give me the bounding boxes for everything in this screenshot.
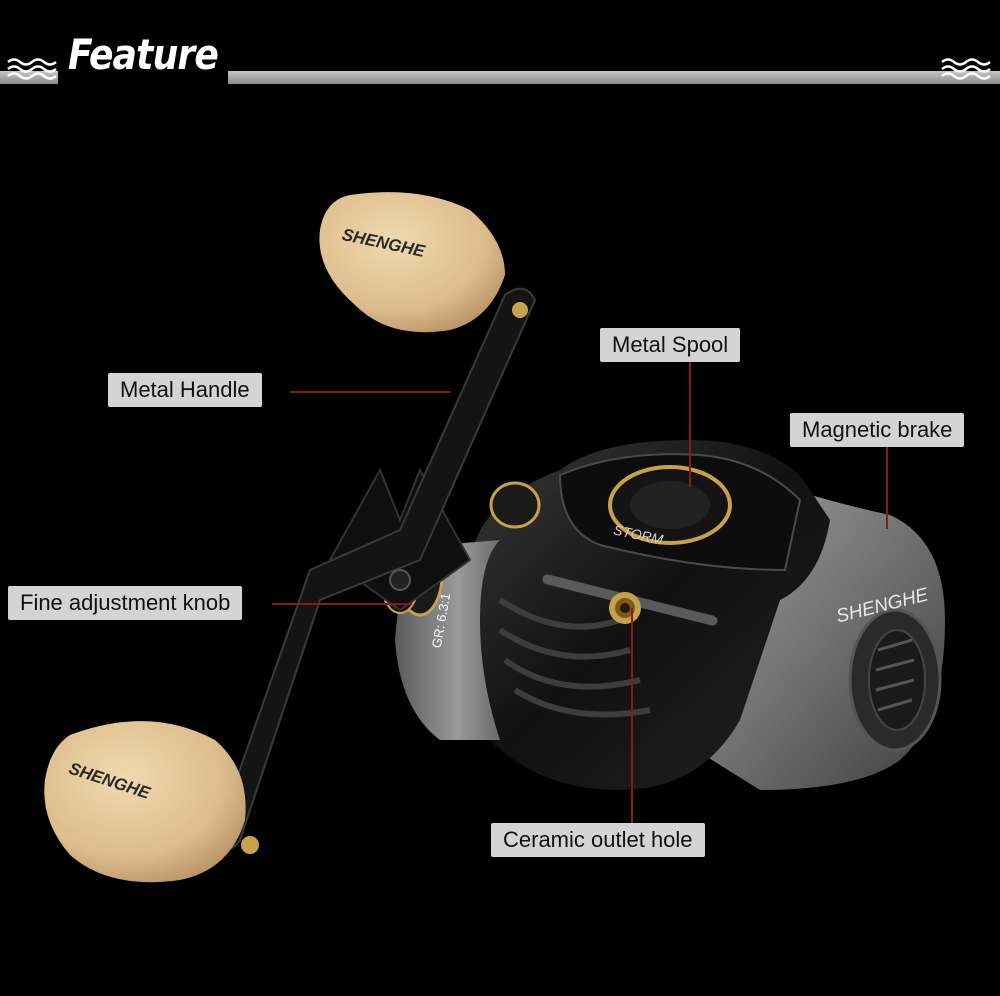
top-cork-knob: SHENGHE (319, 192, 505, 333)
metal-spool-label: Metal Spool (600, 328, 741, 362)
fine-adjustment-knob-label: Fine adjustment knob (8, 586, 243, 620)
page-title: Feature (68, 30, 219, 79)
ceramic-outlet-hole-leader-line (631, 608, 633, 823)
fine-adjustment-knob-leader-line (272, 603, 412, 605)
waves-right-icon (941, 58, 991, 80)
metal-handle-label: Metal Handle (108, 373, 262, 407)
header-title-backdrop (58, 30, 228, 90)
bottom-cork-knob: SHENGHE (44, 721, 246, 883)
magnetic-brake-label: Magnetic brake (790, 413, 965, 447)
metal-handle-leader-line (290, 391, 450, 393)
magnetic-brake-leader-line (886, 447, 888, 529)
header-bar (0, 71, 1000, 84)
ceramic-outlet-hole-label: Ceramic outlet hole (491, 823, 705, 857)
waves-left-icon (7, 58, 57, 80)
metal-spool-leader-line (689, 362, 691, 487)
reel-frame: STORM (454, 440, 830, 790)
